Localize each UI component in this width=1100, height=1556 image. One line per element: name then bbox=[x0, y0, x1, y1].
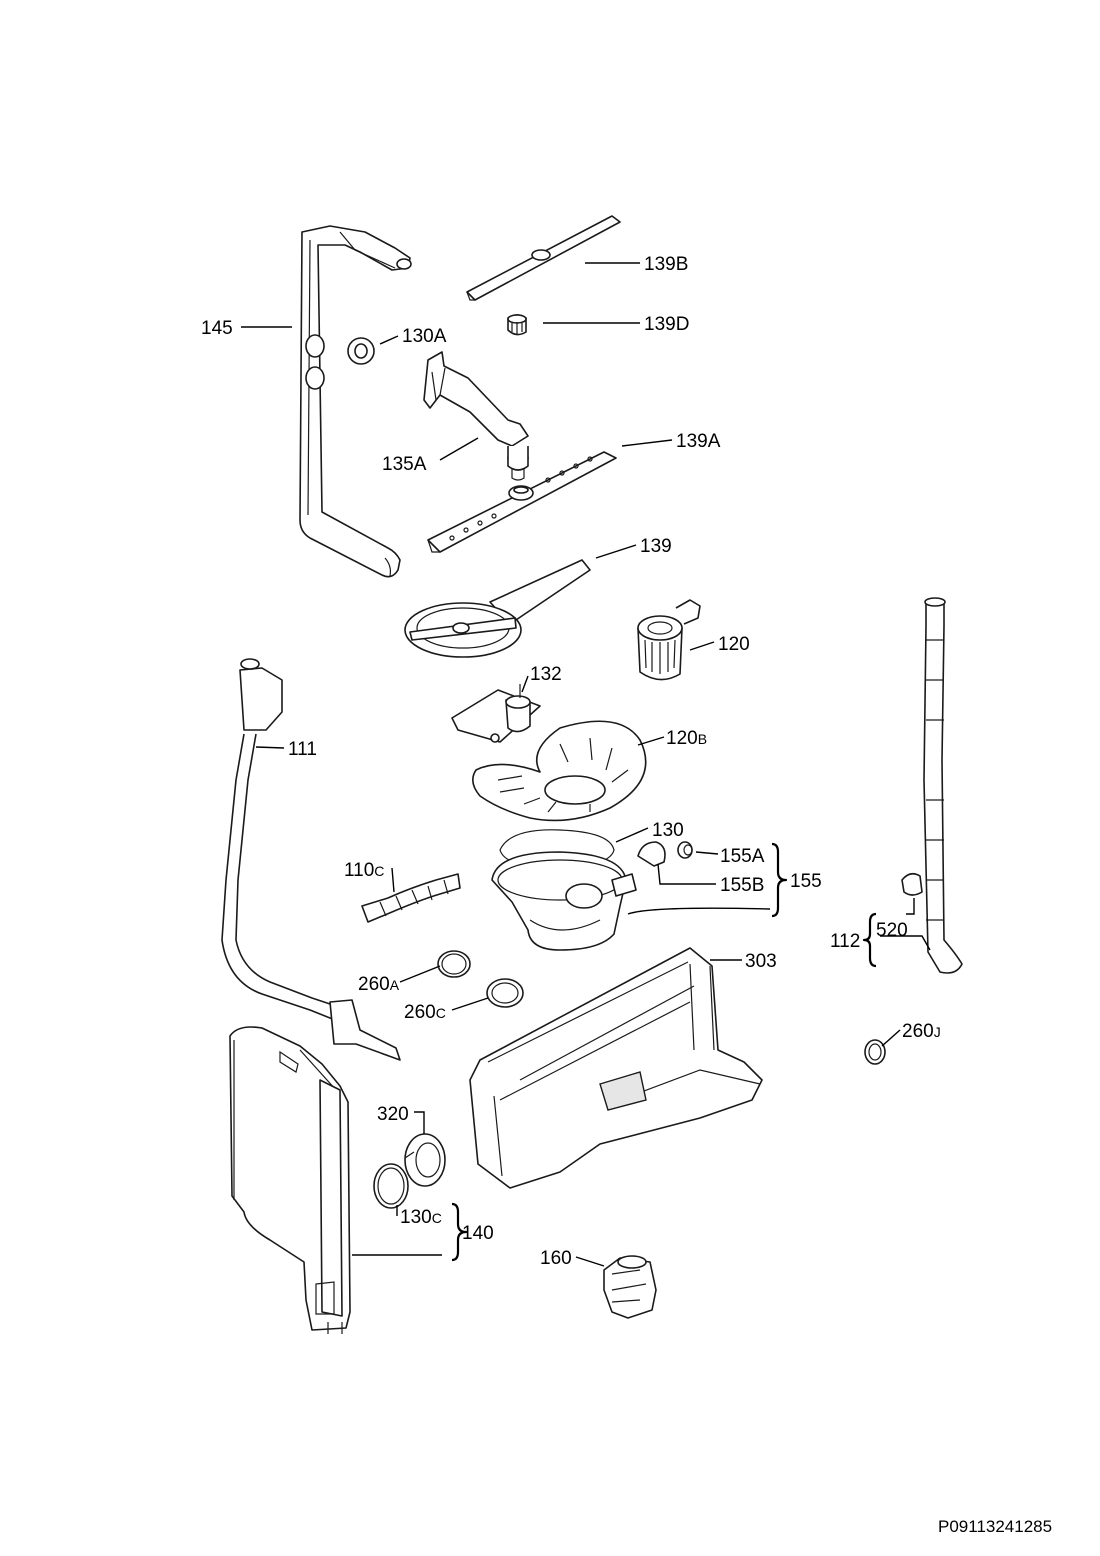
part-130C-seal bbox=[373, 1163, 409, 1209]
part-120B-filter-plate bbox=[472, 720, 647, 822]
label-139A: 139A bbox=[676, 431, 721, 452]
label-111: 111 bbox=[288, 739, 317, 760]
part-110C-hose bbox=[361, 873, 461, 923]
part-112-drain-hose bbox=[923, 597, 963, 974]
part-139A-middle-spray-arm bbox=[427, 451, 617, 553]
brace-140 bbox=[451, 1202, 468, 1262]
label-320: 320 bbox=[377, 1104, 409, 1125]
label-155B: 155B bbox=[720, 875, 764, 896]
part-120-filter bbox=[637, 599, 701, 681]
label-130: 130 bbox=[652, 820, 684, 841]
label-130A: 130A bbox=[402, 326, 447, 347]
label-260A: 260A bbox=[358, 974, 400, 995]
part-260C-clamp bbox=[486, 978, 524, 1008]
label-260J: 260J bbox=[902, 1021, 941, 1042]
leader-lines bbox=[241, 262, 931, 1267]
label-112: 112 bbox=[830, 931, 860, 952]
part-111-inlet-hose bbox=[221, 658, 401, 1061]
label-160: 160 bbox=[540, 1248, 572, 1269]
label-139D: 139D bbox=[644, 314, 689, 335]
label-132: 132 bbox=[530, 664, 562, 685]
part-520-clip bbox=[901, 872, 923, 896]
part-140-side-panel bbox=[229, 1026, 351, 1334]
part-139-lower-spray-arm bbox=[404, 559, 591, 658]
brace-112 bbox=[862, 912, 877, 968]
label-303: 303 bbox=[745, 951, 777, 972]
label-145: 145 bbox=[201, 318, 233, 339]
label-155: 155 bbox=[790, 871, 822, 892]
part-160-pump bbox=[603, 1255, 657, 1319]
part-145-supply-pipe bbox=[299, 225, 412, 578]
part-155A-plug bbox=[677, 841, 693, 859]
part-labels: 145 130A 139B 139D 135A 139A 139 120 132… bbox=[201, 254, 941, 1269]
label-260C: 260C bbox=[404, 1002, 446, 1023]
label-135A: 135A bbox=[382, 454, 427, 475]
label-130C: 130C bbox=[400, 1207, 442, 1228]
part-132-valve bbox=[451, 684, 541, 743]
part-155B-cover bbox=[637, 841, 666, 867]
part-139B-upper-spray-arm bbox=[466, 215, 621, 301]
brace-155 bbox=[771, 842, 788, 918]
part-sump-assembly bbox=[491, 851, 637, 951]
label-110C: 110C bbox=[344, 860, 384, 881]
label-520: 520 bbox=[876, 920, 908, 941]
part-130A-seal bbox=[347, 337, 375, 365]
label-139B: 139B bbox=[644, 254, 688, 275]
part-260A-clamp bbox=[437, 950, 471, 978]
reference-code: P09113241285 bbox=[938, 1517, 1052, 1536]
braces bbox=[451, 842, 877, 1262]
part-303-base bbox=[469, 947, 763, 1189]
label-140: 140 bbox=[462, 1223, 494, 1244]
label-120B: 120B bbox=[666, 728, 707, 749]
label-139: 139 bbox=[640, 536, 672, 557]
part-320-seal bbox=[404, 1133, 446, 1187]
label-120: 120 bbox=[718, 634, 750, 655]
part-139D-nut bbox=[507, 314, 527, 336]
part-135A-arm-holder bbox=[423, 351, 529, 481]
label-155A: 155A bbox=[720, 846, 765, 867]
part-260J-clamp bbox=[864, 1039, 886, 1065]
